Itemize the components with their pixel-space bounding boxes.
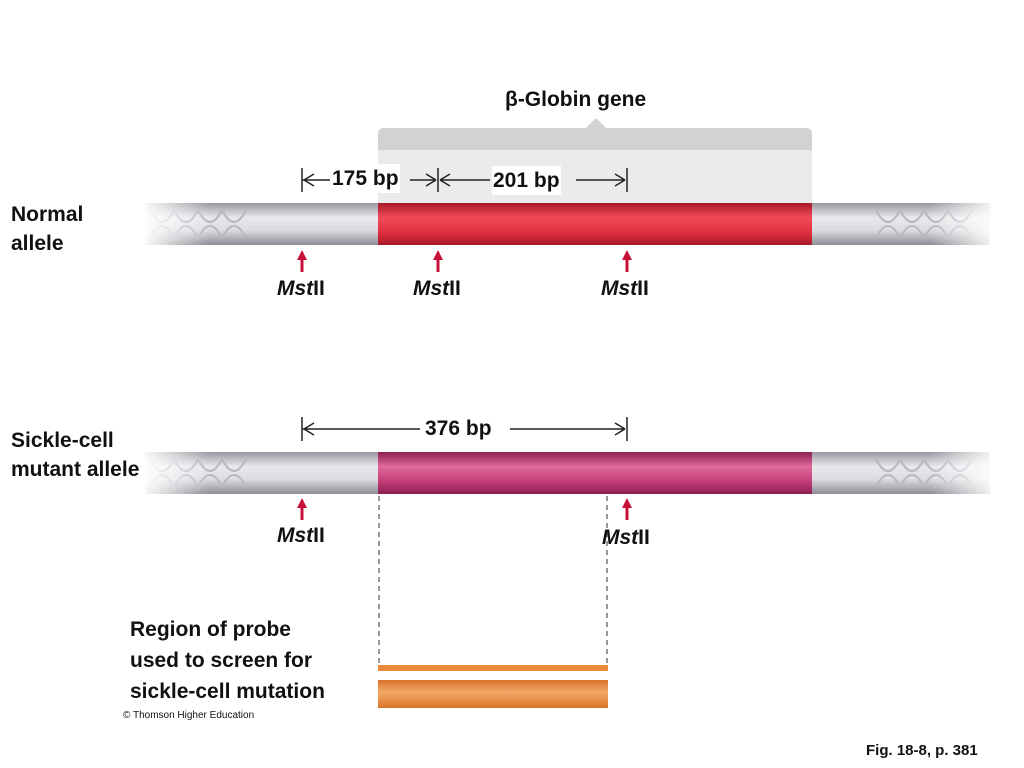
mutant-fragment-dimension bbox=[301, 417, 628, 441]
mutant-allele-dna bbox=[140, 449, 1000, 497]
probe-label: Region of probe used to screen for sickl… bbox=[130, 618, 325, 703]
mutant-allele-label: Sickle-cell mutant allele bbox=[11, 429, 140, 481]
fragment-175-label: 175 bp bbox=[331, 164, 400, 193]
mutant-mstii-site-1: MstII bbox=[277, 524, 325, 547]
normal-gene-region bbox=[378, 203, 812, 245]
normal-mstii-site-3: MstII bbox=[601, 277, 649, 300]
copyright-notice: © Thomson Higher Education bbox=[123, 710, 255, 721]
normal-site-arrows bbox=[297, 250, 632, 272]
gene-label: β-Globin gene bbox=[505, 88, 647, 111]
normal-mstii-site-2: MstII bbox=[413, 277, 461, 300]
mutant-mstii-site-2: MstII bbox=[602, 526, 650, 549]
mutant-site-arrows bbox=[297, 498, 632, 520]
figure-reference: Fig. 18-8, p. 381 bbox=[866, 742, 978, 759]
normal-allele-label: Normal allele bbox=[11, 203, 84, 255]
mutant-gene-region bbox=[378, 452, 812, 494]
normal-allele-dna bbox=[140, 200, 1000, 248]
normal-mstii-site-1: MstII bbox=[277, 277, 325, 300]
fragment-376-label: 376 bp bbox=[423, 414, 494, 443]
fragment-201-label: 201 bp bbox=[492, 166, 561, 195]
probe-guide-lines bbox=[378, 496, 608, 668]
gene-bracket bbox=[378, 118, 812, 206]
normal-fragment-dimensions bbox=[301, 168, 628, 192]
probe-region bbox=[378, 665, 608, 708]
